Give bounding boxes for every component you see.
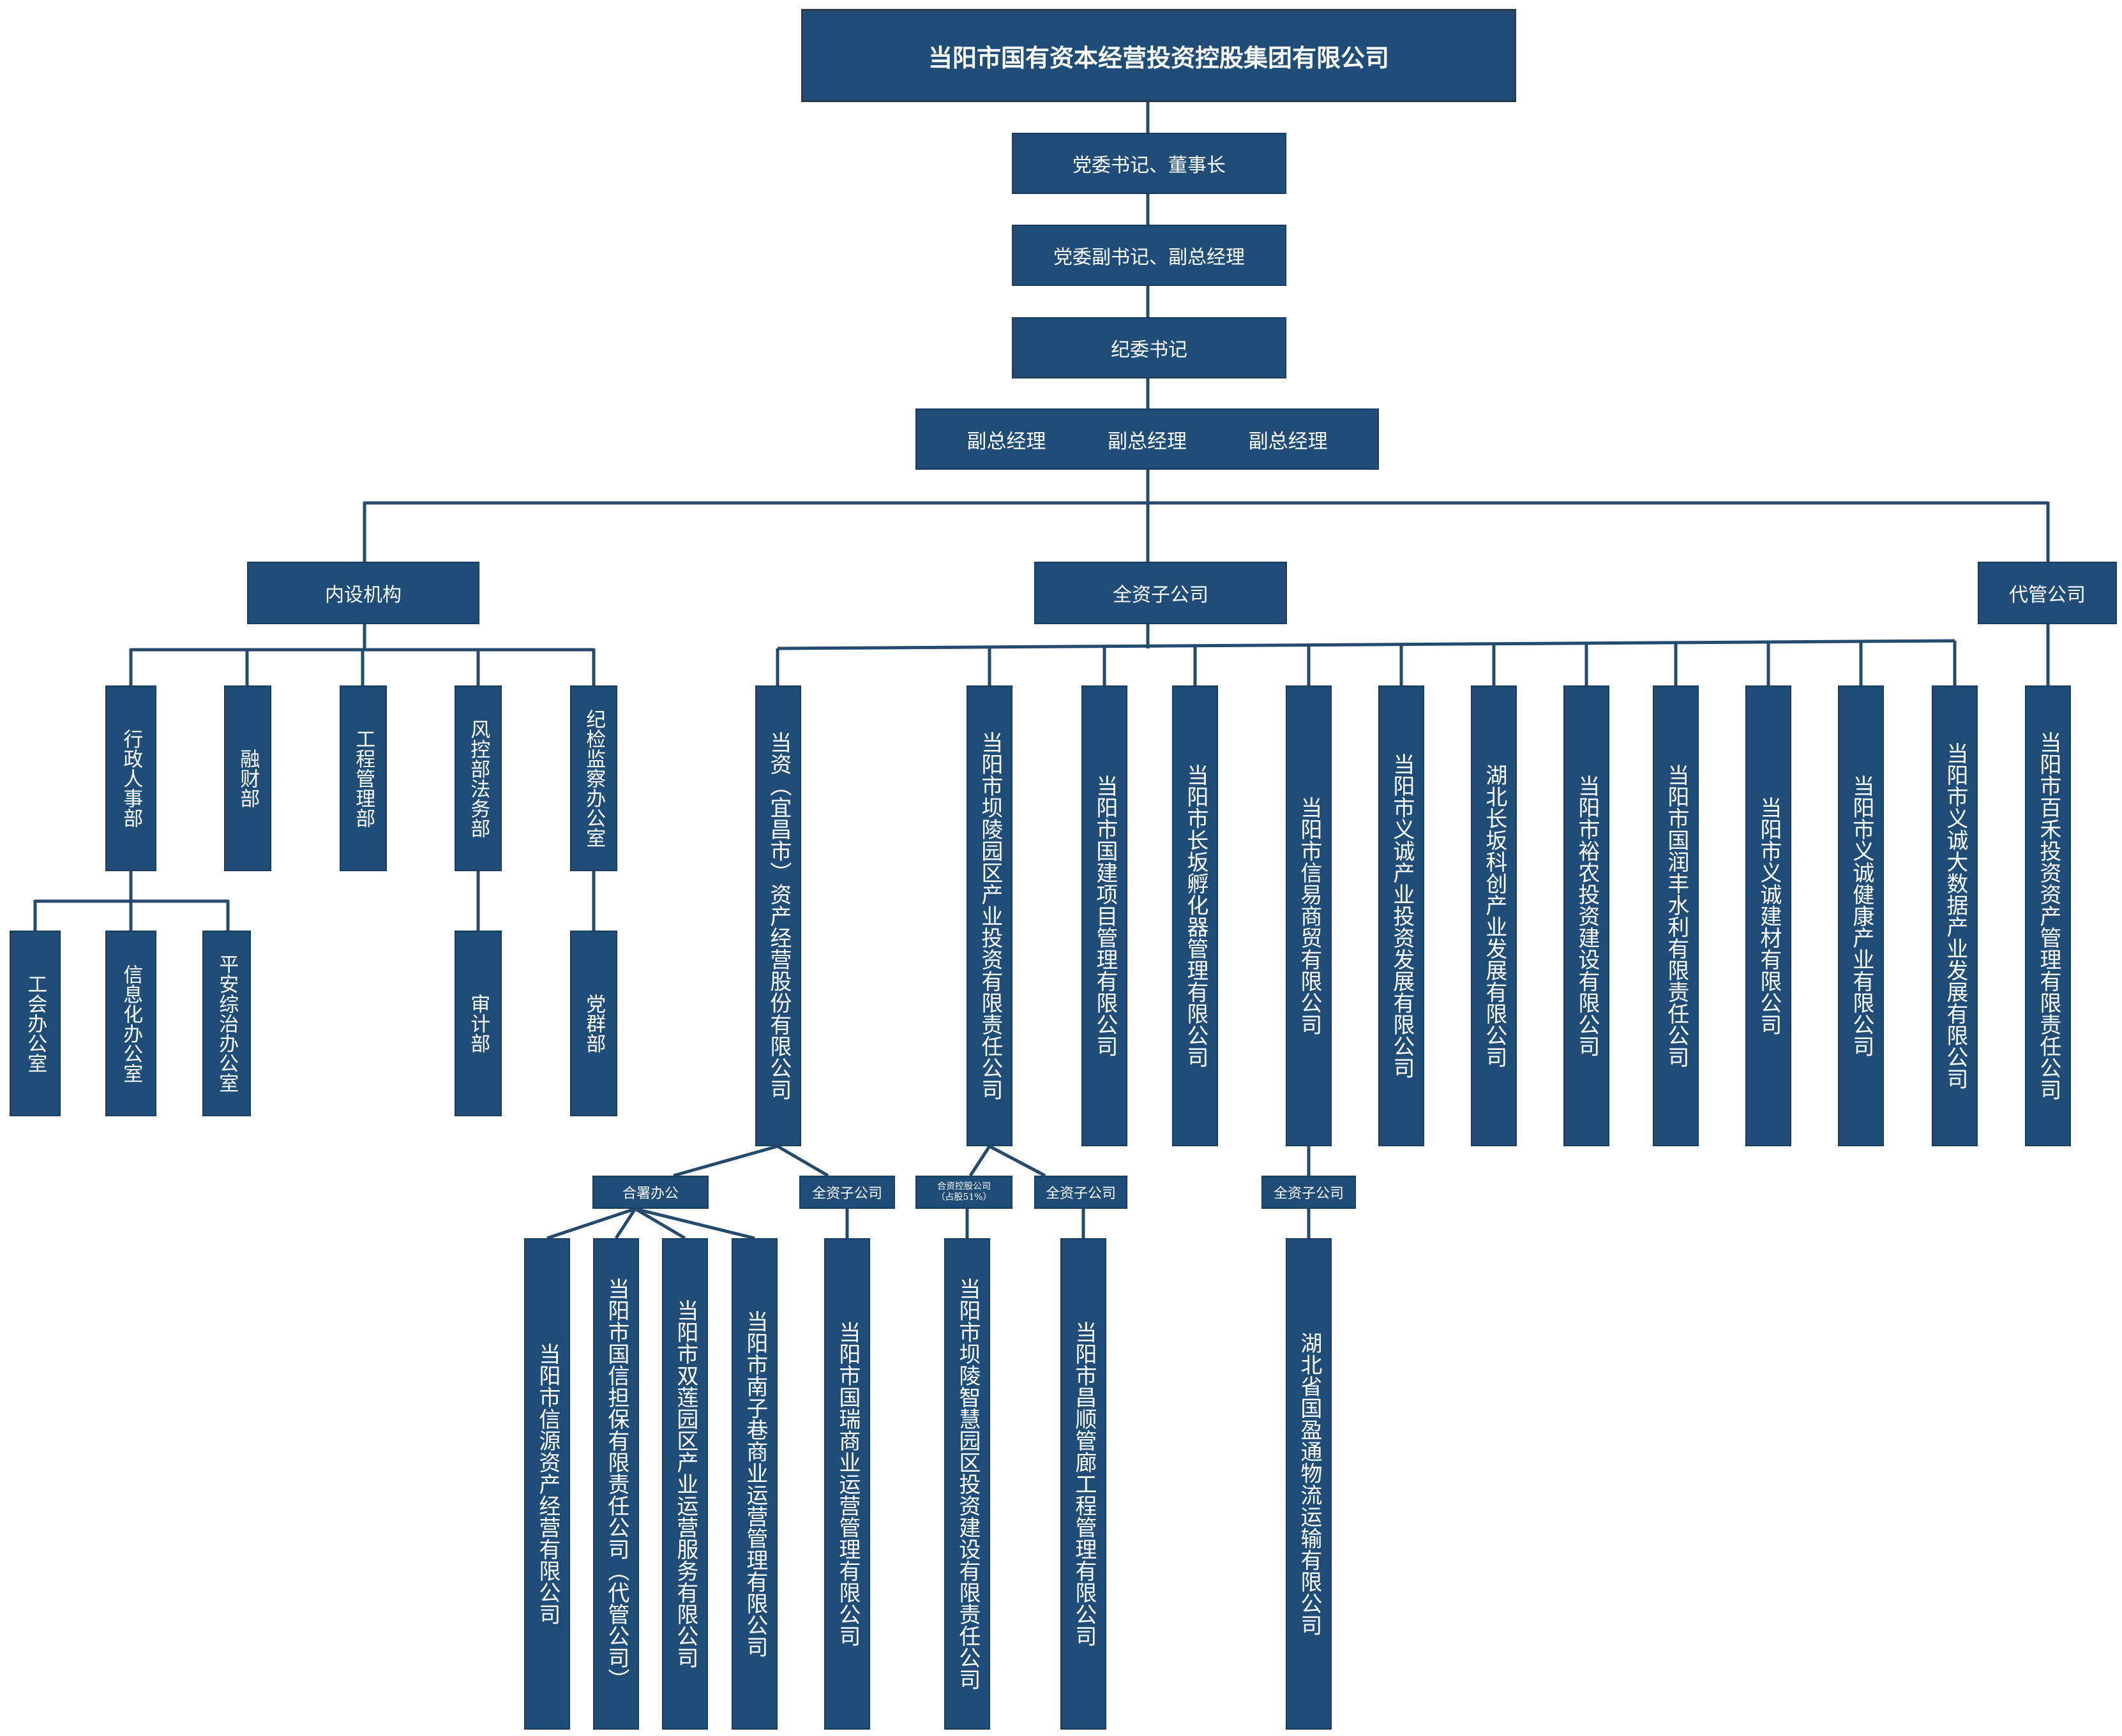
dept-audit: 审计部: [455, 931, 502, 1116]
dept-engineering: 工程管理部: [340, 685, 387, 871]
sub-company: 当阳市信易商贸有限公司: [1286, 685, 1332, 1146]
deputy-gm-group: 副总经理 副总经理 副总经理: [915, 408, 1379, 470]
section-managed: 代管公司: [1978, 562, 2117, 624]
sub-company: 当阳市国润丰水利有限责任公司: [1653, 685, 1699, 1146]
sub-company: 当阳市义诚产业投资发展有限公司: [1378, 685, 1424, 1146]
tag-holding-line1: 合资控股公司: [937, 1181, 991, 1192]
baling-holding-company: 当阳市坝陵智慧园区投资建设有限责任公司: [944, 1238, 990, 1730]
dangzi-wholly-owned-company: 当阳市国瑞商业运营管理有限公司: [824, 1238, 870, 1730]
leader-chairman: 党委书记、董事长: [1012, 133, 1286, 194]
sub-company: 湖北长坂科创产业发展有限公司: [1471, 685, 1517, 1146]
joint-office-company: 当阳市信源资产经营有限公司: [524, 1238, 570, 1730]
tag-wholly-owned: 全资子公司: [1034, 1176, 1127, 1209]
leader-deputy-secretary: 党委副书记、副总经理: [1012, 225, 1286, 286]
joint-office-company: 当阳市南子巷商业运营管理有限公司: [732, 1238, 778, 1730]
deputy-gm-label: 副总经理: [967, 430, 1046, 453]
sub-company: 当阳市义诚健康产业有限公司: [1838, 685, 1884, 1146]
dept-party-mass: 党群部: [570, 931, 617, 1116]
tag-holding-company: 合资控股公司 （占股51%）: [915, 1176, 1012, 1209]
office-union: 工会办公室: [10, 931, 61, 1116]
joint-office-company: 当阳市国信担保有限责任公司（代管公司）: [593, 1238, 639, 1730]
sub-company: 当阳市裕农投资建设有限公司: [1563, 685, 1609, 1146]
dept-finance: 融财部: [224, 685, 271, 871]
sub-company: 当阳市长坂孵化器管理有限公司: [1172, 685, 1218, 1146]
company-title: 当阳市国有资本经营投资控股集团有限公司: [801, 9, 1516, 102]
tag-wholly-owned: 全资子公司: [1261, 1176, 1356, 1209]
office-it: 信息化办公室: [105, 931, 156, 1116]
tag-joint-office: 合署办公: [592, 1176, 709, 1209]
sub-company: 当资（宜昌市）资产经营股份有限公司: [755, 685, 801, 1146]
section-subsidiaries: 全资子公司: [1034, 562, 1287, 624]
dept-risk-legal: 风控部法务部: [455, 685, 502, 871]
sub-company: 当阳市坝陵园区产业投资有限责任公司: [967, 685, 1012, 1146]
leader-discipline-secretary: 纪委书记: [1012, 317, 1286, 378]
sub-company: 当阳市义诚大数据产业发展有限公司: [1932, 685, 1978, 1146]
xinyi-wholly-owned-company: 湖北省国盈通物流运输有限公司: [1286, 1238, 1332, 1730]
sub-company: 当阳市义诚建材有限公司: [1745, 685, 1791, 1146]
sub-company: 当阳市国建项目管理有限公司: [1081, 685, 1127, 1146]
tag-holding-line2: （占股51%）: [936, 1192, 992, 1202]
dept-admin-hr: 行政人事部: [105, 685, 156, 871]
baling-wholly-owned-company: 当阳市昌顺管廊工程管理有限公司: [1060, 1238, 1106, 1730]
tag-wholly-owned: 全资子公司: [799, 1176, 895, 1209]
dept-discipline: 纪检监察办公室: [570, 685, 617, 871]
deputy-gm-label: 副总经理: [1248, 430, 1328, 453]
section-internal: 内设机构: [247, 562, 479, 624]
managed-company: 当阳市百禾投资资产管理有限责任公司: [2025, 685, 2071, 1146]
joint-office-company: 当阳市双莲园区产业运营服务有限公司: [662, 1238, 708, 1730]
deputy-gm-label: 副总经理: [1107, 430, 1187, 453]
office-safety: 平安综治办公室: [202, 931, 251, 1116]
